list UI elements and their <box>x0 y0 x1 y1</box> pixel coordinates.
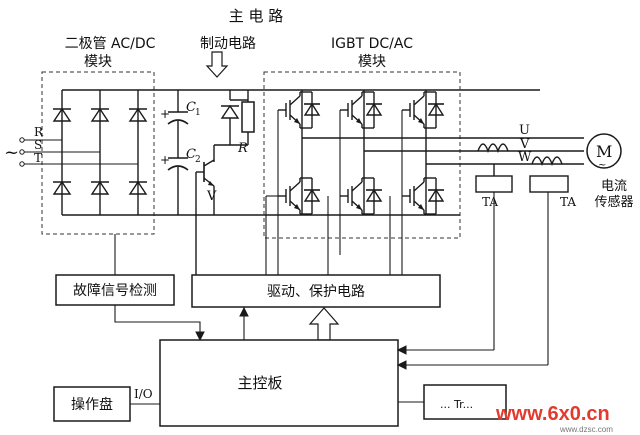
brake-circuit-title: 制动电路 <box>200 36 256 52</box>
fault-detection-label: 故障信号检测 <box>73 283 157 299</box>
current-sensor-title: 电流 <box>601 179 627 194</box>
fault-detection-box <box>55 274 175 306</box>
motor-label: M <box>596 142 612 161</box>
phase-u-label: U <box>519 123 530 138</box>
rectifier-bridge <box>52 89 540 216</box>
rectifier-module-outline <box>41 71 155 235</box>
main-board-label: 主控板 <box>237 374 282 392</box>
igbt-module-outline <box>263 71 461 239</box>
ta2-label: TA <box>560 195 576 209</box>
phase-r-label: R <box>34 125 44 139</box>
ta1-label: TA <box>482 195 498 209</box>
operation-panel-box <box>53 386 131 422</box>
io-label: I/O <box>134 387 153 401</box>
phase-t-label: T <box>34 151 42 165</box>
cap2-subscript: 2 <box>195 155 201 165</box>
output-phases: U V W <box>302 123 584 165</box>
current-sensor-subtitle: 传感器 <box>594 194 633 210</box>
phase-v-label: V <box>519 137 530 152</box>
watermark-text: www.6x0.cn <box>495 403 610 425</box>
bottom-right-box <box>423 384 507 420</box>
watermark: www.6x0.cn www.dzsc.com <box>495 403 613 434</box>
watermark-subtext: www.dzsc.com <box>559 425 613 434</box>
igbt-subtitle: 模块 <box>358 54 386 70</box>
operation-panel-label: 操作盘 <box>71 396 113 413</box>
svg-text:+: + <box>160 107 170 121</box>
igbt-title: IGBT DC/AC <box>331 36 413 52</box>
drive-protection-box <box>191 274 441 308</box>
phase-s-label: S <box>34 138 42 152</box>
brake-circuit: R V <box>195 90 255 275</box>
current-transformer-1: TA <box>475 143 513 350</box>
cap2-label: C <box>186 147 196 162</box>
ac-symbol: ~ <box>4 142 19 163</box>
cap1-label: C <box>186 100 196 115</box>
current-transformer-2: TA <box>529 156 576 365</box>
cap1-subscript: 1 <box>195 108 201 118</box>
rectifier-subtitle: 模块 <box>84 54 112 70</box>
bottom-right-label: ... Tr... <box>440 398 473 411</box>
motor-tilde: ~ <box>598 160 606 171</box>
ac-input: R S T ~ <box>4 125 138 167</box>
resistor-label: R <box>237 141 248 156</box>
drive-signal-arrow <box>308 307 340 341</box>
phase-w-label: W <box>518 150 532 165</box>
dc-link-capacitors: + + C 1 C 2 <box>160 90 201 215</box>
igbt-bridge <box>265 90 445 275</box>
motor: M ~ <box>586 133 622 171</box>
brake-transistor-label: V <box>206 189 217 204</box>
main-control-board <box>159 339 399 427</box>
drive-protection-label: 驱动、保护电路 <box>267 284 365 300</box>
svg-text:+: + <box>160 153 170 167</box>
brake-pointer-arrow <box>205 51 229 78</box>
rectifier-title: 二极管 AC/DC <box>65 36 156 52</box>
main-circuit-title: 主 电 路 <box>229 7 284 25</box>
